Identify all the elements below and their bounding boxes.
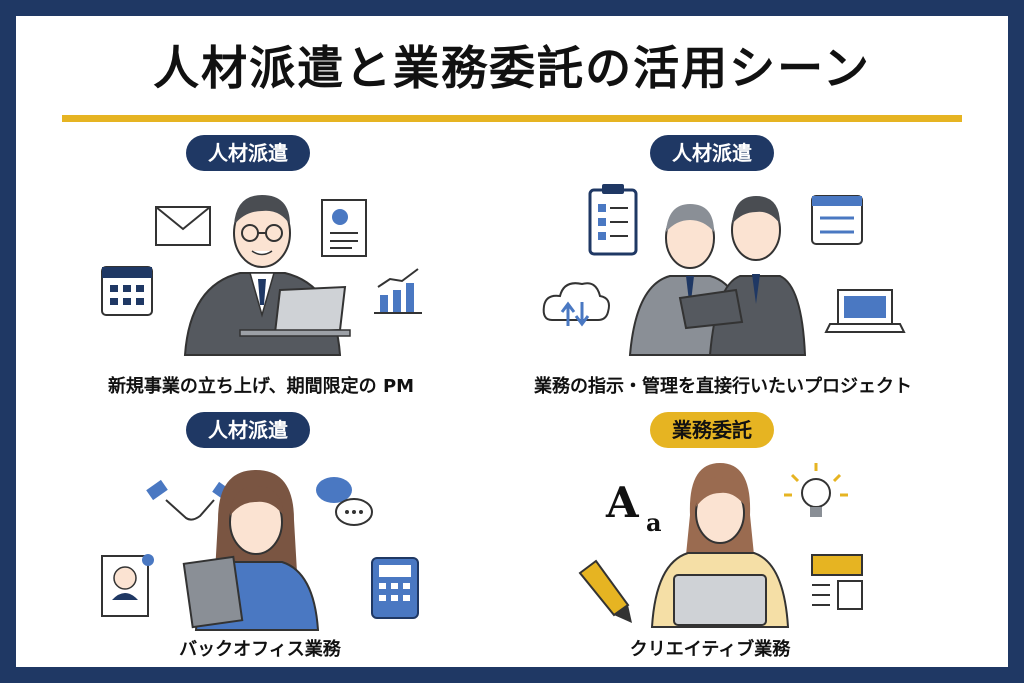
- office-woman-figure: [182, 470, 320, 631]
- cloud-sync-icon: [542, 282, 610, 327]
- layout-wireframe-icon: [811, 554, 863, 610]
- clipboard-checklist-icon: [588, 184, 638, 256]
- svg-text:a: a: [646, 508, 662, 537]
- laptop-icon: [824, 289, 906, 333]
- calculator-icon: [371, 557, 419, 619]
- title-underline: [62, 115, 962, 122]
- illustration-pm-man: [101, 195, 422, 356]
- calendar-icon: [101, 266, 153, 316]
- document-icon: [321, 199, 367, 257]
- caption-scene-4: クリエイティブ業務: [629, 639, 791, 660]
- two-businessmen-figure: [628, 196, 807, 356]
- font-sample-icon: A: [605, 478, 640, 527]
- caption-scene-1: 新規事業の立ち上げ、期間限定の PM: [107, 376, 415, 397]
- caption-scene-3: バックオフィス業務: [179, 639, 341, 660]
- badge-staffing-3: 人材派遣: [186, 412, 310, 448]
- badge-staffing-1: 人材派遣: [186, 135, 310, 171]
- envelope-icon: [155, 206, 211, 246]
- illustration-two-men-tablet: [542, 184, 906, 356]
- fountain-pen-icon: [578, 559, 632, 623]
- resume-profile-icon: [101, 554, 154, 617]
- growth-chart-icon: [374, 268, 422, 314]
- caption-scene-2: 業務の指示・管理を直接行いたいプロジェクト: [534, 376, 912, 397]
- badge-staffing-2: 人材派遣: [650, 135, 774, 171]
- page-title: 人材派遣と業務委託の活用シーン: [153, 41, 871, 95]
- chat-bubbles-icon: [316, 477, 373, 526]
- designer-woman-figure: [650, 463, 790, 628]
- businessman-figure: [183, 195, 351, 356]
- lightbulb-icon: [784, 463, 848, 517]
- illustration-back-office-woman: [101, 470, 419, 631]
- badge-outsourcing: 業務委託: [650, 412, 774, 448]
- schedule-calendar-icon: [811, 195, 863, 245]
- illustration-creative-woman: A a: [578, 463, 863, 628]
